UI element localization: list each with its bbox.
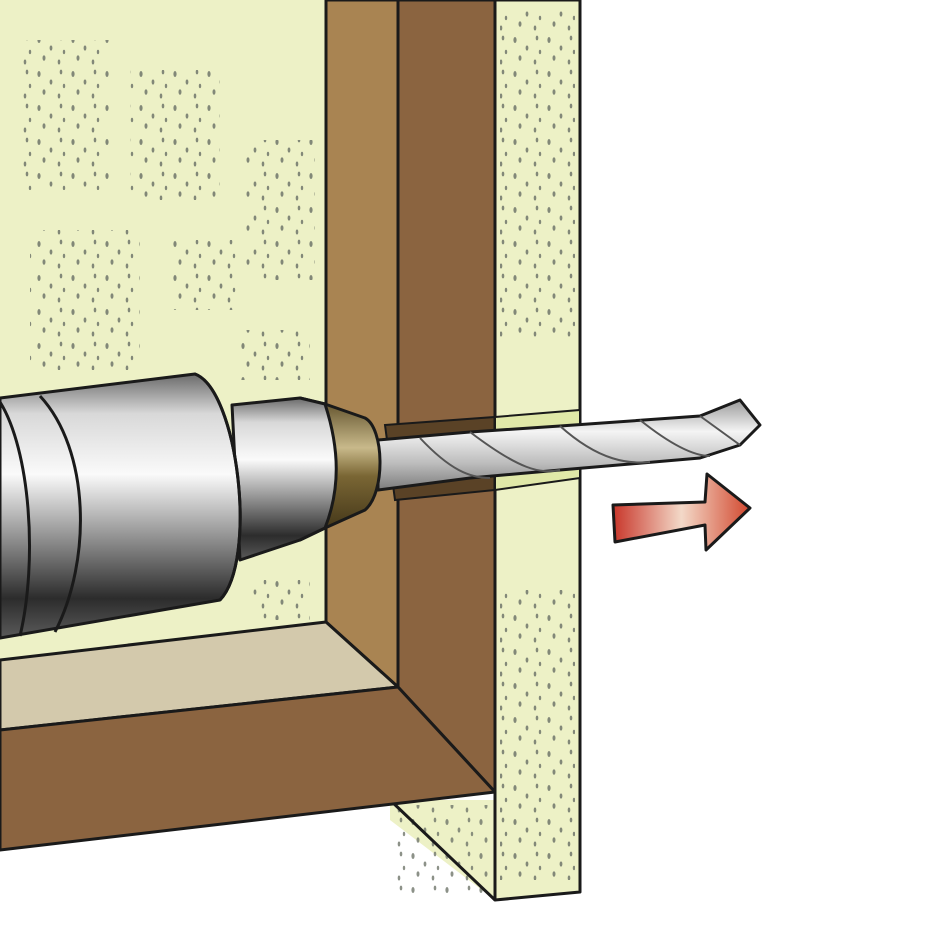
direction-arrow-icon	[611, 472, 752, 552]
drill-chuck	[0, 372, 382, 640]
drill-bit	[376, 398, 762, 492]
wall-panel-back	[0, 0, 328, 760]
wall-panel-lower	[388, 798, 497, 902]
